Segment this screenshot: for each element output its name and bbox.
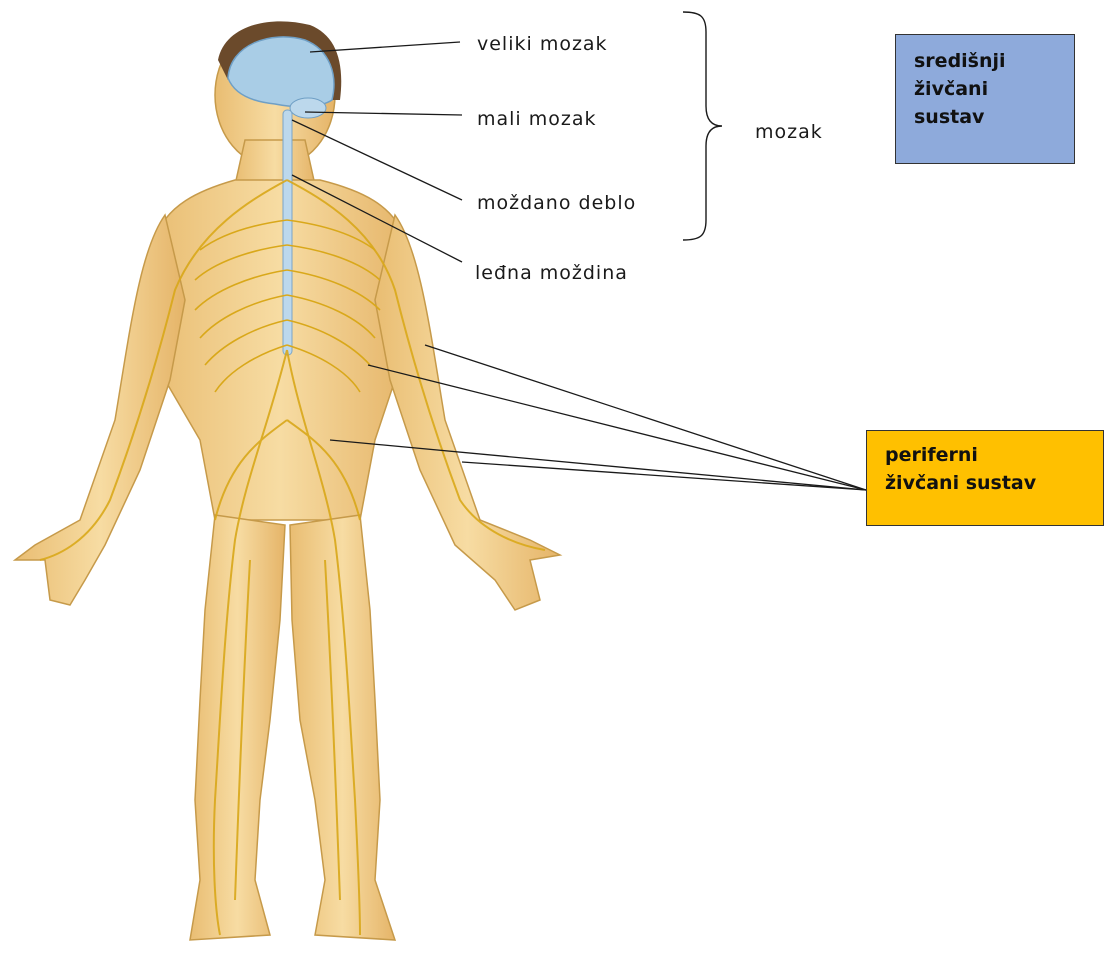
brain-cerebellum (290, 98, 326, 118)
brace (683, 12, 722, 240)
pns-line-1: periferni (885, 441, 1085, 469)
label-veliki-mozak: veliki mozak (477, 33, 608, 55)
label-mali-mozak: mali mozak (477, 108, 597, 130)
label-mozak: mozak (755, 121, 823, 143)
cns-line-1: središnji (914, 47, 1056, 75)
pns-line-2: živčani sustav (885, 469, 1085, 497)
label-mozdano-deblo: moždano deblo (477, 192, 636, 214)
spinal-cord (283, 110, 292, 355)
peripheral-nervous-system-box: periferni živčani sustav (866, 430, 1104, 526)
cns-line-2: živčani (914, 75, 1056, 103)
central-nervous-system-box: središnji živčani sustav (895, 34, 1075, 164)
label-ledna-mozdina: leđna moždina (475, 262, 628, 284)
cns-line-3: sustav (914, 103, 1056, 131)
